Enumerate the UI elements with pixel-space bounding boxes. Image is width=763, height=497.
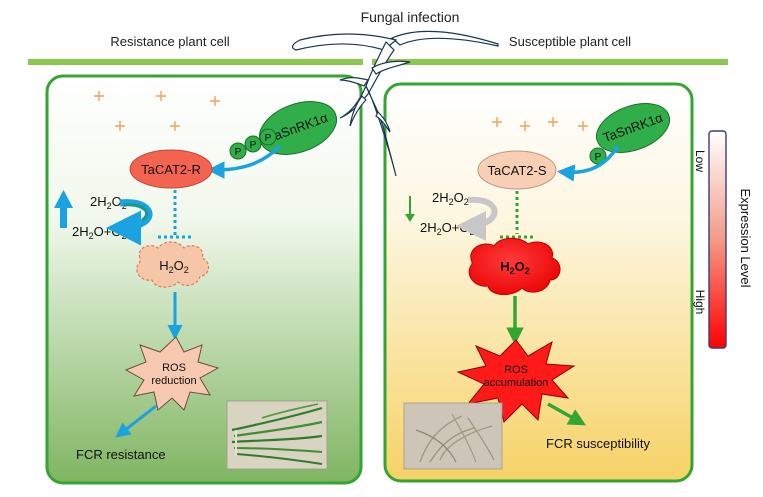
fcr-resistance-label: FCR resistance (76, 447, 166, 462)
reaction-output-right: 2H2O+O2 (420, 220, 474, 237)
phosphorylation-arrow-right (557, 145, 620, 182)
ros-accumulation-label-2: accumulation (484, 377, 549, 389)
right-cell-label: Susceptible plant cell (509, 34, 631, 49)
left-cell-label: Resistance plant cell (110, 34, 229, 49)
phosphate-left-2: P (250, 140, 257, 151)
ros-particles-left (94, 91, 220, 131)
reaction-arrow-left-inner (123, 203, 148, 222)
arrow-to-fcr-resistance (115, 404, 157, 438)
ros-accumulation-burst: ROS accumulation (456, 339, 576, 423)
expression-level-colorbar (708, 130, 727, 349)
tacat2-s (477, 150, 557, 190)
h2o2-left-label: H2O2 (159, 258, 189, 275)
arrow-to-fcr-susceptibility (547, 402, 587, 426)
resistance-cell (45, 74, 363, 485)
reaction-input-right: 2H2O2 (432, 190, 469, 207)
reaction-arrow-right (456, 196, 498, 241)
ros-reduction-label-1: ROS (162, 362, 186, 374)
ros-reduction-label-2: reduction (151, 375, 196, 387)
decrease-arrow-icon (405, 196, 415, 222)
right-membrane (372, 59, 728, 65)
ros-particles-right (492, 117, 588, 131)
reaction-output-left: 2H2O+O2 (72, 224, 126, 241)
left-membrane (28, 59, 363, 65)
legend-low-label: Low (693, 150, 707, 172)
tacat2-r (129, 149, 213, 189)
ros-reduction-burst: ROS reduction (124, 336, 220, 411)
tasnrk1a-right (596, 103, 670, 153)
phosphate-right-1: P (595, 152, 602, 163)
phosphate-left-1: P (235, 147, 242, 158)
ros-accumulation-label-1: ROS (504, 364, 528, 376)
diagram-title: Fungal infection (361, 9, 460, 25)
phosphate-group-left: P P P (229, 128, 277, 160)
fungal-hyphae-icon (291, 30, 499, 177)
h2o2-right-label: H2O2 (500, 259, 530, 276)
h2o2-cloud-left: H2O2 (136, 241, 210, 288)
legend-title: Expression Level (738, 189, 753, 288)
tacat2-r-label: TaCAT2-R (141, 162, 201, 177)
susceptible-seedlings-photo (403, 402, 503, 470)
tacat2-s-label: TaCAT2-S (488, 163, 547, 178)
h2o2-cloud-right: H2O2 (468, 237, 561, 295)
legend-high-label: High (693, 290, 707, 315)
fcr-susceptibility-label: FCR susceptibility (546, 436, 651, 451)
phosphate-left-3: P (265, 133, 272, 144)
phosphorylation-arrow-left (207, 144, 282, 179)
increase-arrow-icon (54, 190, 73, 228)
resistant-seedlings-photo (226, 400, 328, 470)
